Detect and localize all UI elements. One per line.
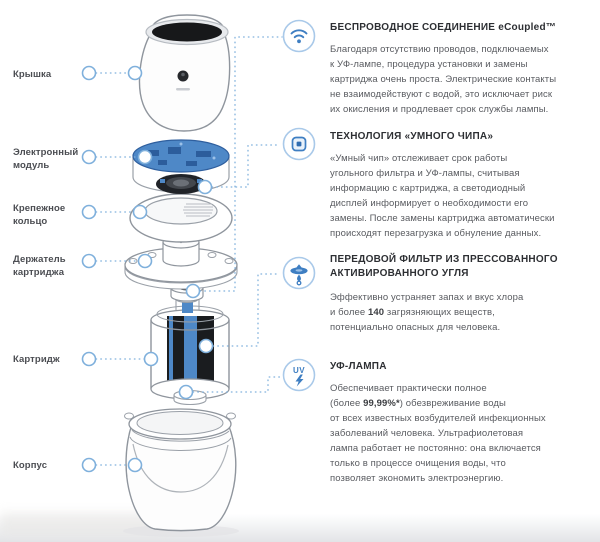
leader-uv <box>192 376 281 393</box>
uv-lamp-icon: UV <box>282 358 316 392</box>
leader-lines <box>95 36 283 466</box>
feature-block-carbon-filter: ПЕРЕДОВОЙ ФИЛЬТР ИЗ ПРЕССОВАННОГО АКТИВИ… <box>330 253 598 335</box>
connector-dots <box>81 65 214 473</box>
wifi-icon <box>282 19 316 53</box>
leader-wireless <box>199 36 283 292</box>
part-label-electronic-module: Электронный модуль <box>13 147 79 171</box>
lid-logo-mark <box>176 88 190 91</box>
feature-body: Обеспечивает практически полное (более 9… <box>330 382 546 484</box>
part-label-mounting-ring: Крепежное кольцо <box>13 203 66 227</box>
mounting-ring-illustration <box>129 193 233 243</box>
feature-body: Эффективно устраняет запах и вкус хлора … <box>330 292 524 333</box>
feature-title: УФ-ЛАМПА <box>330 361 387 372</box>
feature-block-smart-chip: ТЕХНОЛОГИЯ «УМНОГО ЧИПА» «Умный чип» отс… <box>330 130 598 241</box>
feature-body: «Умный чип» отслеживает срок работы угол… <box>330 152 555 239</box>
carbon-filter-icon <box>282 256 316 290</box>
feature-body: Благодаря отсутствию проводов, подключае… <box>330 43 557 115</box>
leader-filter <box>212 273 281 347</box>
feature-title: ПЕРЕДОВОЙ ФИЛЬТР ИЗ ПРЕССОВАННОГО АКТИВИ… <box>330 254 558 279</box>
part-label-cartridge: Картридж <box>13 354 60 365</box>
feature-title: ТЕХНОЛОГИЯ «УМНОГО ЧИПА» <box>330 131 494 142</box>
lid-illustration <box>138 14 231 132</box>
part-label-lid: Крышка <box>13 69 52 80</box>
feature-block-wireless: БЕСПРОВОДНОЕ СОЕДИНЕНИЕ eCoupled™ Благод… <box>330 21 598 117</box>
electronic-module-illustration <box>132 139 230 194</box>
leader-chip <box>211 144 281 188</box>
feature-title: БЕСПРОВОДНОЕ СОЕДИНЕНИЕ eCoupled™ <box>330 22 557 33</box>
svg-text:UV: UV <box>293 366 305 375</box>
chip-icon <box>282 127 316 161</box>
part-label-housing: Корпус <box>13 460 48 471</box>
part-label-cartridge-holder: Держатель картриджа <box>13 254 66 278</box>
feature-block-uv-lamp: УФ-ЛАМПА Обеспечивает практически полное… <box>330 360 598 486</box>
cartridge-holder-illustration <box>124 235 238 290</box>
housing-illustration <box>124 408 237 532</box>
